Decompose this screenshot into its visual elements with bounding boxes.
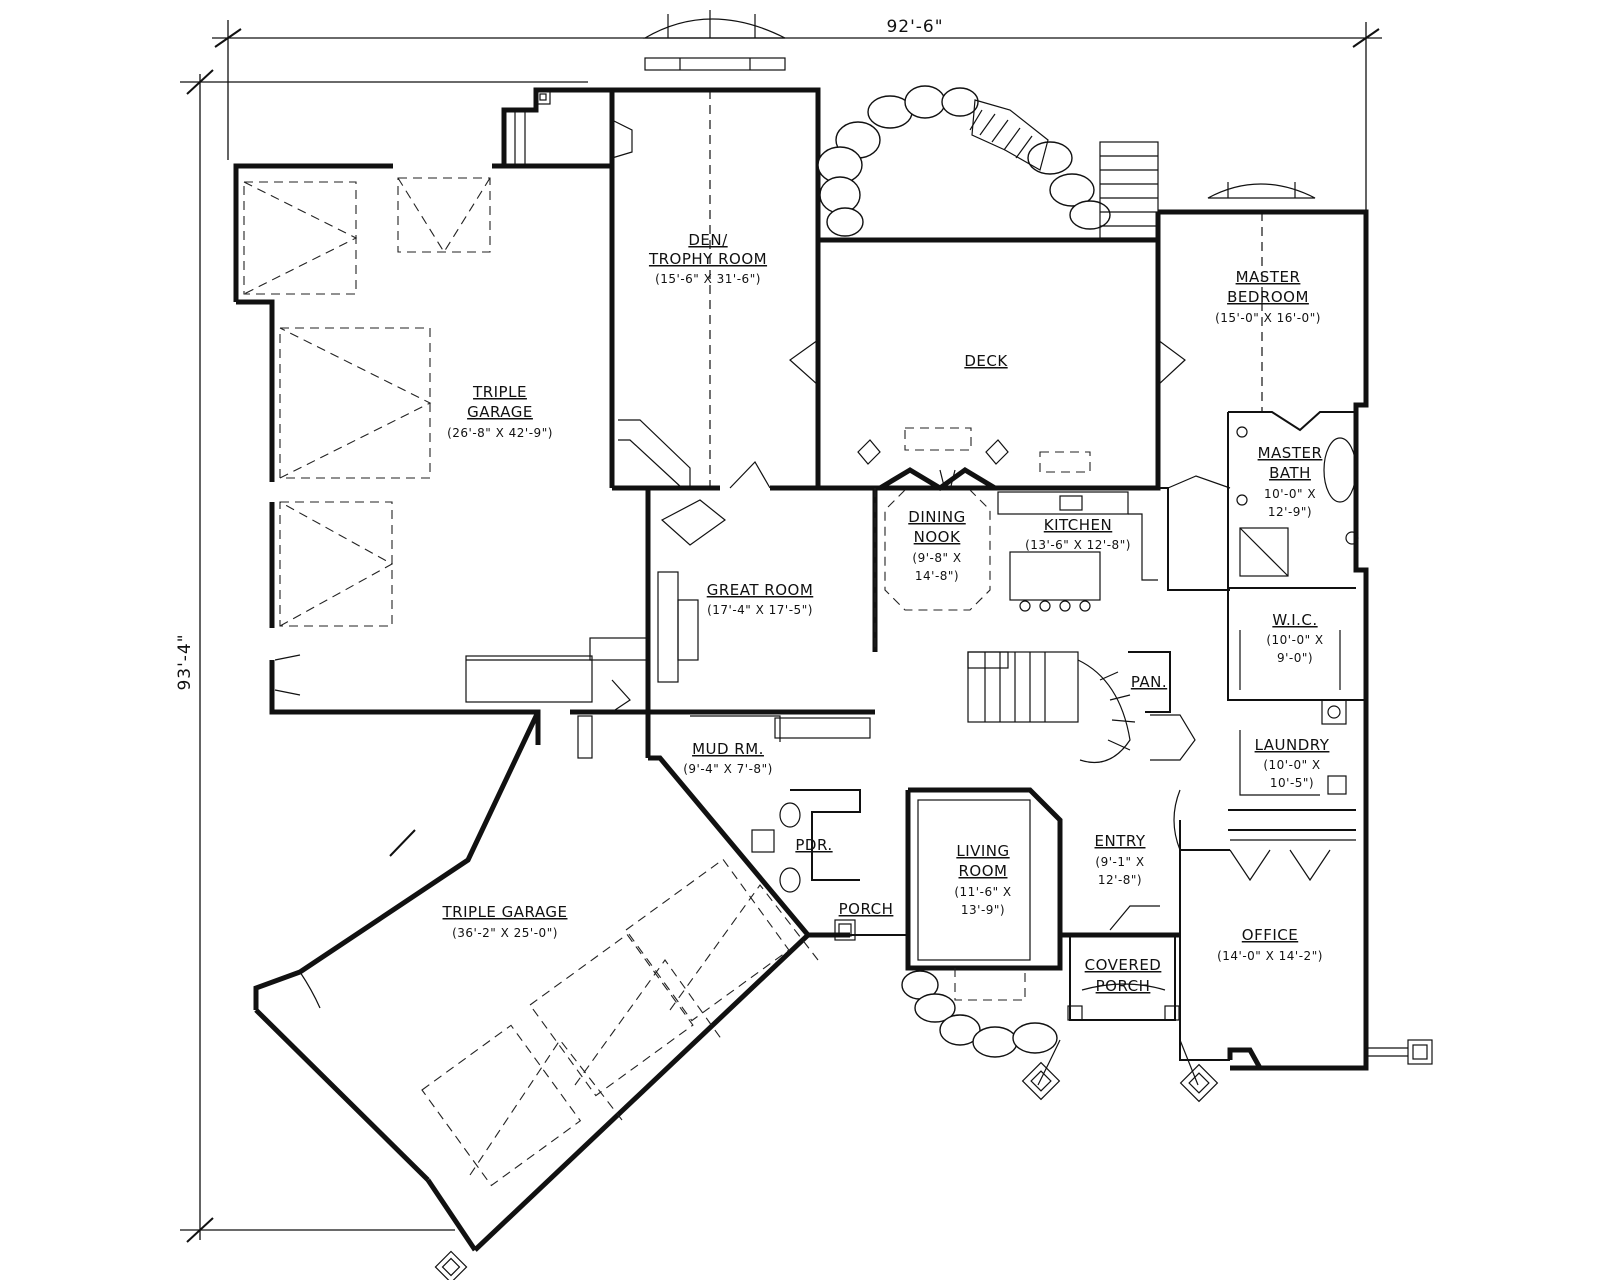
center-stairs <box>967 651 1196 764</box>
north-garage-name-line1: TRIPLE <box>472 383 527 401</box>
kitchen-name: KITCHEN <box>1044 516 1113 534</box>
den-doors <box>729 461 771 489</box>
wic-size-line2: 9'-0") <box>1277 651 1313 665</box>
laundry-size-line1: (10'-0" X <box>1263 758 1320 772</box>
south-garage-name: TRIPLE GARAGE <box>442 903 568 921</box>
powder-name: PDR. <box>795 836 832 854</box>
den-door-swing <box>611 119 633 159</box>
deck-name: DECK <box>964 352 1008 370</box>
dining-nook-name-line1: DINING <box>908 508 965 526</box>
north-garage-doors-dashed <box>243 177 491 627</box>
entry-size-line2: 12'-8") <box>1098 873 1142 887</box>
living-room-name-line1: LIVING <box>956 842 1009 860</box>
den-bay-window <box>642 10 786 71</box>
dining-nook-size-line1: (9'-8" X <box>912 551 961 565</box>
den-walls <box>612 87 821 491</box>
great-room-size: (17'-4" X 17'-5") <box>707 603 813 617</box>
overall-width-dimension: 92'-6" <box>886 17 943 37</box>
den-name-line1: DEN/ <box>688 231 728 249</box>
office-walls <box>1180 839 1356 1071</box>
den-fireplace <box>618 419 691 489</box>
mud-room-size: (9'-4" X 7'-8") <box>683 762 773 776</box>
wic-name: W.I.C. <box>1272 611 1317 629</box>
dining-nook-name-line2: NOOK <box>914 528 961 546</box>
south-garage-walls <box>253 710 819 1252</box>
front-lanterns <box>1021 1039 1433 1103</box>
master-bath-name-line2: BATH <box>1269 464 1311 482</box>
mud-room-name: MUD RM. <box>692 740 764 758</box>
laundry-name: LAUNDRY <box>1255 736 1330 754</box>
overall-depth-dimension: 93'-4" <box>175 633 195 690</box>
master-bath-size-line1: 10'-0" X <box>1264 487 1316 501</box>
master-bedroom-name-line1: MASTER <box>1236 268 1301 286</box>
south-lantern <box>434 1250 468 1280</box>
master-bath-size-line2: 12'-9") <box>1268 505 1312 519</box>
entry-walls <box>1060 789 1230 1061</box>
living-room-size-line2: 13'-9") <box>961 903 1005 917</box>
pantry-name: PAN. <box>1131 673 1167 691</box>
living-room-name-line2: ROOM <box>959 862 1008 880</box>
den-name-line2: TROPHY ROOM <box>648 250 767 268</box>
office-name: OFFICE <box>1242 926 1298 944</box>
master-bath-name-line1: MASTER <box>1258 444 1323 462</box>
kitchen-size: (13'-6" X 12'-8") <box>1025 538 1131 552</box>
living-room-stone-steps <box>901 968 1058 1058</box>
entry-size-line1: (9'-1" X <box>1095 855 1144 869</box>
dimension-lines <box>180 20 1382 1243</box>
north-garage-stairs <box>465 655 593 703</box>
master-bay-window <box>1207 182 1316 199</box>
laundry-size-line2: 10'-5") <box>1270 776 1314 790</box>
north-garage-walls <box>233 87 648 715</box>
porch-name: PORCH <box>839 900 894 918</box>
covered-porch-name-line2: PORCH <box>1096 977 1151 995</box>
master-bedroom-size: (15'-0" X 16'-0") <box>1215 311 1321 325</box>
deck-stone-steps <box>817 85 1159 239</box>
den-size: (15'-6" X 31'-6") <box>655 272 761 286</box>
north-garage-door-swing <box>274 654 301 696</box>
dining-nook-size-line2: 14'-8") <box>915 569 959 583</box>
master-bedroom-name-line2: BEDROOM <box>1227 288 1309 306</box>
wic-size-line1: (10'-0" X <box>1266 633 1323 647</box>
master-suite-walls <box>1155 209 1369 1071</box>
entry-name: ENTRY <box>1095 832 1146 850</box>
south-garage-size: (36'-2" X 25'-0") <box>452 926 558 940</box>
great-room-walls <box>589 488 878 715</box>
living-room-size-line1: (11'-6" X <box>954 885 1011 899</box>
office-size: (14'-0" X 14'-2") <box>1217 949 1323 963</box>
great-room-name: GREAT ROOM <box>707 581 814 599</box>
north-garage-size: (26'-8" X 42'-9") <box>447 426 553 440</box>
kitchen-nook-walls <box>818 467 1231 612</box>
covered-porch-name-line1: COVERED <box>1085 956 1162 974</box>
north-garage-name-line2: GARAGE <box>467 403 533 421</box>
